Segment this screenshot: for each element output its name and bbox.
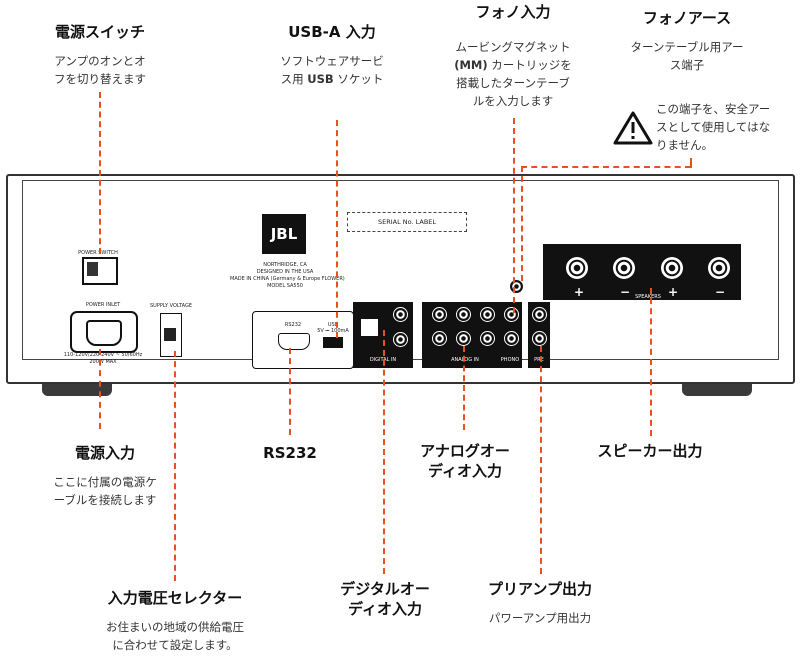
phono-ground-post[interactable] xyxy=(509,279,524,294)
power-rating: 110-120V/220-240V ~ 50/60Hz xyxy=(63,352,143,358)
voltage-selector-title: 入力電圧セレクター xyxy=(107,589,243,607)
usb-text: USB xyxy=(327,322,339,328)
rs232-port[interactable] xyxy=(278,333,310,350)
leader-preamp xyxy=(540,346,542,574)
leader-digital xyxy=(383,330,385,574)
address-1: NORTHRIDGE, CA xyxy=(263,262,307,268)
rs232-text: RS232 xyxy=(284,322,302,328)
phono-in-desc: ムービングマグネット (MM) カートリッジを 搭載したターンテーブ ルを入力し… xyxy=(454,40,572,108)
phono-ground-callout: フォノアース ターンテーブル用アー ス端子 xyxy=(612,8,762,74)
speaker-terminal[interactable] xyxy=(566,257,588,279)
voltage-selector-callout: 入力電圧セレクター お住まいの地域の供給電圧 に合わせて設定します。 xyxy=(80,588,270,654)
serial-label: SERIAL No. LABEL xyxy=(347,212,467,232)
jbl-logo: JBL xyxy=(262,214,306,254)
leader-speakers xyxy=(650,288,652,436)
rs232-callout: RS232 xyxy=(250,443,330,463)
leader-analog xyxy=(463,346,465,430)
power-switch-text: POWER SWITCH xyxy=(78,250,118,256)
leader-phono-ground-top xyxy=(690,158,692,168)
usb-rating: 5V ⎓ 100mA xyxy=(317,328,349,334)
power-in-callout: 電源入力 ここに付属の電源ケ ーブルを接続します xyxy=(20,443,190,509)
speaker-terminal[interactable] xyxy=(661,257,683,279)
rs232-title: RS232 xyxy=(263,444,317,462)
leader-rs232 xyxy=(289,348,291,435)
speaker-terminal[interactable] xyxy=(613,257,635,279)
usb-a-title: USB-A 入力 xyxy=(288,23,376,41)
speaker-out-callout: スピーカー出力 xyxy=(575,441,725,461)
optical-input[interactable] xyxy=(361,319,378,336)
phono-ground-title: フォノアース xyxy=(642,9,732,27)
address-2: DESIGNED IN THE USA xyxy=(256,269,314,275)
coax-input-2[interactable] xyxy=(393,332,408,347)
power-inlet-text: POWER INLET xyxy=(85,302,121,308)
phono-ground-warning: この端子を、安全アー スとして使用してはな りません。 xyxy=(656,102,771,152)
power-in-desc: ここに付属の電源ケ ーブルを接続します xyxy=(53,475,157,507)
analog-rca[interactable] xyxy=(432,307,447,322)
usb-a-port[interactable] xyxy=(323,337,343,348)
speaker-terminal[interactable] xyxy=(708,257,730,279)
warning-icon xyxy=(613,111,653,145)
analog-rca[interactable] xyxy=(432,331,447,346)
address-3: MADE IN CHINA (Germany & Europe FLOWER) xyxy=(230,276,345,282)
digital-in-callout: デジタルオー ディオ入力 xyxy=(320,579,450,619)
power-watts: 200W MAX xyxy=(89,359,117,365)
phono-text: PHONO xyxy=(500,357,520,363)
analog-rca[interactable] xyxy=(480,331,495,346)
coax-input-1[interactable] xyxy=(393,307,408,322)
power-switch[interactable] xyxy=(82,257,118,285)
minus-sign: − xyxy=(620,285,631,299)
digital-in-title: デジタルオー ディオ入力 xyxy=(340,580,430,618)
leader-usb xyxy=(336,120,338,338)
phono-rca[interactable] xyxy=(504,331,519,346)
preamp-out-title: プリアンプ出力 xyxy=(488,580,592,598)
voltage-text: SUPPLY VOLTAGE xyxy=(150,303,193,309)
address-4: MODEL SA550 xyxy=(267,283,303,289)
power-in-title: 電源入力 xyxy=(74,444,135,462)
leader-voltage xyxy=(174,351,176,581)
plus-sign: + xyxy=(668,285,679,299)
usb-a-desc: ソフトウェアサービ ス用 USB ソケット xyxy=(280,54,384,86)
voltage-selector-desc: お住まいの地域の供給電圧 に合わせて設定します。 xyxy=(106,620,244,652)
pre-out-rca[interactable] xyxy=(532,331,547,346)
leader-phono-ground-v xyxy=(521,166,523,281)
leader-phono-in xyxy=(513,118,515,313)
voltage-selector[interactable] xyxy=(160,313,182,357)
power-switch-callout: 電源スイッチ アンプのオンとオ フを切り替えます xyxy=(20,22,180,88)
preamp-out-callout: プリアンプ出力 パワーアンプ用出力 xyxy=(465,579,615,627)
pre-out-rca[interactable] xyxy=(532,307,547,322)
phono-rca[interactable] xyxy=(504,307,519,322)
power-inlet[interactable] xyxy=(70,311,138,353)
digital-in-text: DIGITAL IN xyxy=(369,357,397,363)
power-switch-title: 電源スイッチ xyxy=(54,23,145,41)
leader-power-in xyxy=(99,349,101,429)
phono-in-callout: フォノ入力 ムービングマグネット (MM) カートリッジを 搭載したターンテーブ… xyxy=(438,2,588,110)
leader-phono-ground-h xyxy=(521,166,691,168)
phono-ground-desc: ターンテーブル用アー ス端子 xyxy=(630,40,744,72)
analog-rca[interactable] xyxy=(456,331,471,346)
analog-in-title: アナログオー ディオ入力 xyxy=(420,442,510,480)
analog-in-text: ANALOG IN xyxy=(451,357,479,363)
phono-in-title: フォノ入力 xyxy=(475,3,551,21)
leader-power-switch xyxy=(99,92,101,254)
power-switch-desc: アンプのオンとオ フを切り替えます xyxy=(54,54,146,86)
speaker-out-title: スピーカー出力 xyxy=(597,442,703,460)
speakers-text: SPEAKERS xyxy=(635,294,661,300)
preamp-out-desc: パワーアンプ用出力 xyxy=(488,611,592,625)
usb-a-callout: USB-A 入力 ソフトウェアサービ ス用 USB ソケット xyxy=(262,22,402,88)
analog-in-callout: アナログオー ディオ入力 xyxy=(400,441,530,481)
minus-sign: − xyxy=(715,285,726,299)
pre-text: PRE xyxy=(534,357,544,363)
analog-rca[interactable] xyxy=(456,307,471,322)
analog-rca[interactable] xyxy=(480,307,495,322)
plus-sign: + xyxy=(574,285,585,299)
